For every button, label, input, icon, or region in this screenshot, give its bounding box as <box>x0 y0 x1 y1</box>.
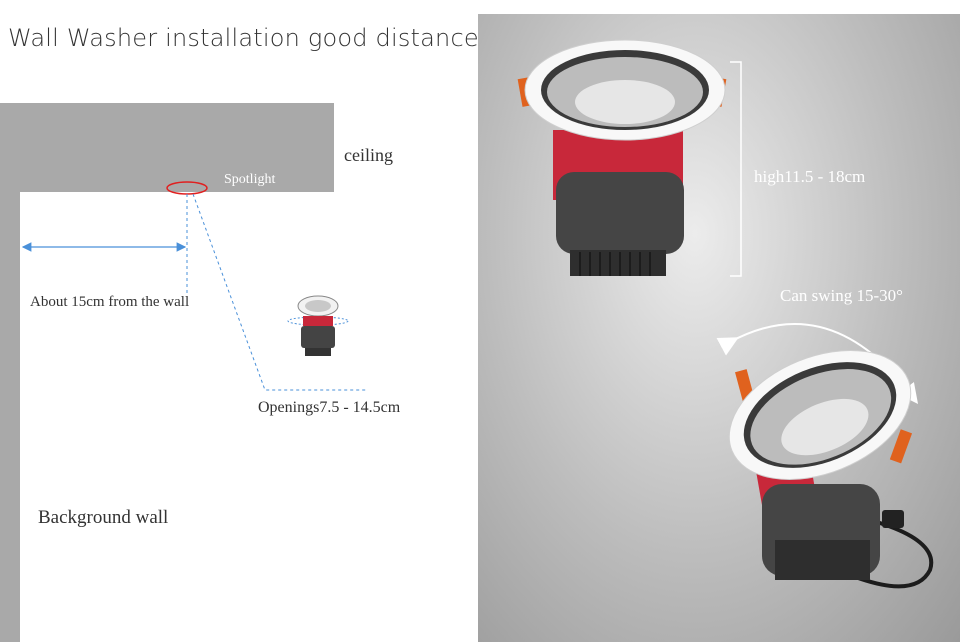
swing-label: Can swing 15-30° <box>780 286 903 305</box>
height-label: high11.5 - 18cm <box>754 167 866 186</box>
openings-label: Openings7.5 - 14.5cm <box>258 399 401 416</box>
ceiling-label: ceiling <box>344 145 393 165</box>
upper-lamp-image <box>517 39 727 276</box>
height-bracket <box>730 61 742 277</box>
small-lamp-icon <box>287 295 349 356</box>
page-title: Wall Washer installation good distance <box>8 24 479 52</box>
background-wall-label: Background wall <box>38 507 169 528</box>
openings-guide <box>192 193 368 391</box>
spotlight-ring <box>166 181 208 195</box>
ceiling-block <box>0 103 334 192</box>
lower-lamp-image <box>728 350 934 589</box>
wall-distance-label: About 15cm from the wall <box>30 294 190 310</box>
spotlight-label: Spotlight <box>224 172 276 187</box>
background-wall-block <box>0 192 20 642</box>
